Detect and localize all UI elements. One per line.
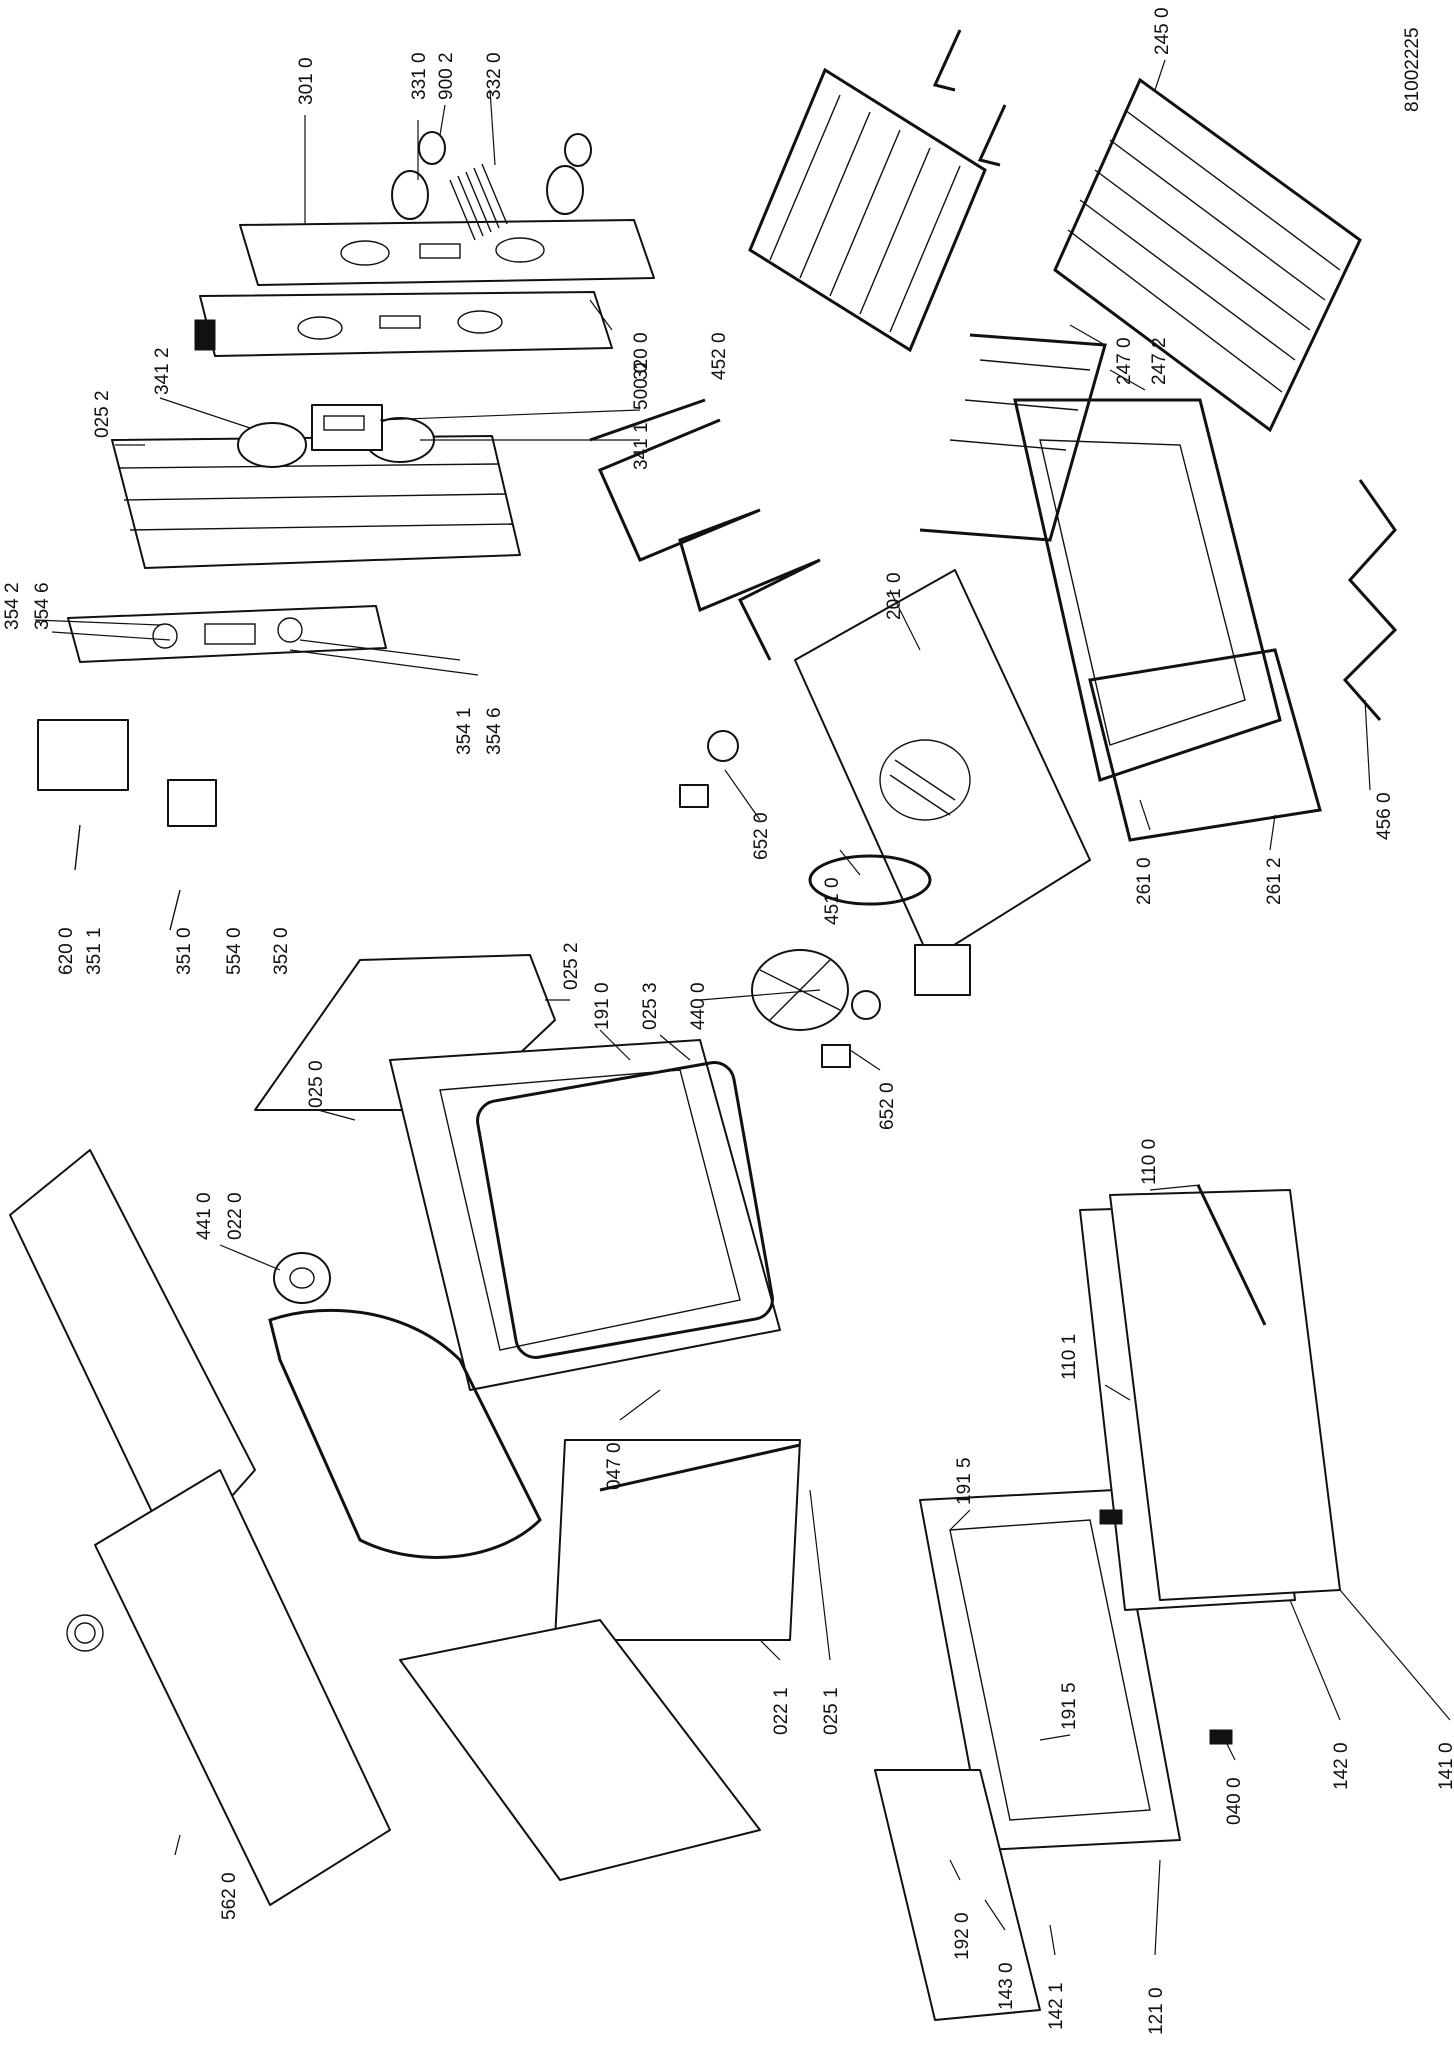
door-frame	[919, 1489, 1181, 1851]
leader-lines	[34, 59, 1451, 1956]
rear-panel	[66, 1469, 391, 1906]
part-label-3320: 332 0	[484, 52, 505, 100]
part-label-2010: 201 0	[884, 572, 905, 620]
part-label-5000: 500 0	[631, 362, 652, 410]
part-label-4410: 441 0	[194, 1192, 215, 1240]
part-label-4560: 456 0	[1374, 792, 1395, 840]
part-label-3200: 320 0	[631, 332, 652, 380]
control-knob	[391, 165, 584, 220]
part-label-3310: 331 0	[409, 52, 430, 100]
part-label-3542: 354 2	[2, 582, 23, 630]
trim-strip	[599, 1443, 801, 1492]
document-reference: 81002225	[1402, 27, 1423, 112]
door-glass-panels	[1079, 1189, 1341, 1611]
outer-casing-bottom	[554, 1439, 801, 1641]
grill-heating-element	[589, 398, 821, 661]
door-seal	[476, 1061, 774, 1359]
part-label-0250: 025 0	[306, 1060, 327, 1108]
grill-rack	[748, 67, 987, 353]
side-rack-runner	[919, 333, 1107, 542]
part-label-2450: 245 0	[1152, 7, 1173, 55]
part-label-3510: 351 0	[174, 927, 195, 975]
part-label-4510: 451 0	[822, 877, 843, 925]
part-label-3511: 351 1	[84, 927, 105, 975]
part-label-6520-top: 652 0	[751, 812, 772, 860]
part-label-4520: 452 0	[709, 332, 730, 380]
oven-inner-box	[389, 1039, 781, 1391]
part-labels: 301 0 331 0 900 2 332 0 245 0 341 2 025 …	[2, 7, 1454, 2035]
part-label-9002: 900 2	[436, 52, 457, 100]
base-tray	[399, 1619, 761, 1881]
part-label-2612: 261 2	[1264, 857, 1285, 905]
part-label-5540: 554 0	[224, 927, 245, 975]
part-label-0470: 047 0	[604, 1442, 625, 1490]
part-label-1100: 110 0	[1139, 1139, 1160, 1185]
part-label-0252-top: 025 2	[92, 390, 113, 438]
part-label-3541: 354 1	[454, 707, 475, 755]
part-label-2470: 247 0	[1114, 337, 1135, 385]
part-label-0221: 022 1	[771, 1687, 792, 1735]
part-label-3546-right: 354 6	[484, 707, 505, 755]
part-label-5620: 562 0	[219, 1872, 240, 1920]
door-hinge	[1099, 1509, 1233, 1745]
outer-side-panel	[9, 1149, 256, 1561]
insulation-blanket	[268, 1308, 542, 1559]
knob-ring	[418, 131, 592, 167]
part-label-0251: 025 1	[821, 1687, 842, 1735]
part-label-0252-mid: 025 2	[561, 942, 582, 990]
part-label-0220: 022 0	[225, 1192, 246, 1240]
part-label-3546-left: 354 6	[32, 582, 53, 630]
control-panel-backplate	[194, 291, 613, 357]
part-label-1210: 121 0	[1146, 1987, 1167, 2035]
door-handle	[1196, 1184, 1267, 1326]
part-label-1915-bottom: 191 5	[1059, 1682, 1080, 1730]
part-label-2610: 261 0	[1134, 857, 1155, 905]
part-label-3412: 341 2	[152, 347, 173, 395]
rack-clips	[932, 29, 1007, 167]
cooling-fan	[273, 1252, 331, 1304]
fan-heating-ring	[808, 854, 932, 906]
control-panel-fascia	[239, 219, 655, 286]
part-label-2472: 247 2	[1149, 337, 1170, 385]
part-label-1430: 143 0	[996, 1962, 1017, 2010]
push-buttons	[449, 163, 508, 241]
part-label-6200: 620 0	[56, 927, 77, 975]
part-label-1101: 110 1	[1059, 1334, 1080, 1380]
fan-motor	[914, 944, 971, 996]
oven-lamp	[679, 730, 881, 1068]
part-label-1915-top: 191 5	[954, 1457, 975, 1505]
part-label-0400: 040 0	[1224, 1777, 1245, 1825]
convection-fan	[751, 949, 849, 1031]
oven-rear-wall	[794, 569, 1091, 961]
part-label-1410: 141 0	[1436, 1742, 1454, 1790]
thermostat	[37, 719, 217, 931]
part-label-4400: 440 0	[688, 982, 709, 1030]
part-label-3411: 341 1	[631, 422, 652, 470]
part-label-1420: 142 0	[1331, 1742, 1352, 1790]
switch-mounting-plate	[67, 605, 387, 663]
part-label-1421: 142 1	[1046, 1982, 1067, 2030]
part-label-3010: 301 0	[296, 57, 317, 105]
part-label-1910: 191 0	[592, 982, 613, 1030]
part-label-1920: 192 0	[952, 1912, 973, 1960]
part-label-6520-bottom: 652 0	[877, 1082, 898, 1130]
wire-shelf	[1053, 77, 1362, 433]
lower-heating-element	[1342, 479, 1398, 721]
inner-door-glass	[874, 1769, 1041, 2021]
part-label-0253: 025 3	[640, 982, 661, 1030]
part-label-3520: 352 0	[271, 927, 292, 975]
control-module-housing	[111, 404, 521, 569]
oven-cavity-frames	[1013, 398, 1322, 842]
